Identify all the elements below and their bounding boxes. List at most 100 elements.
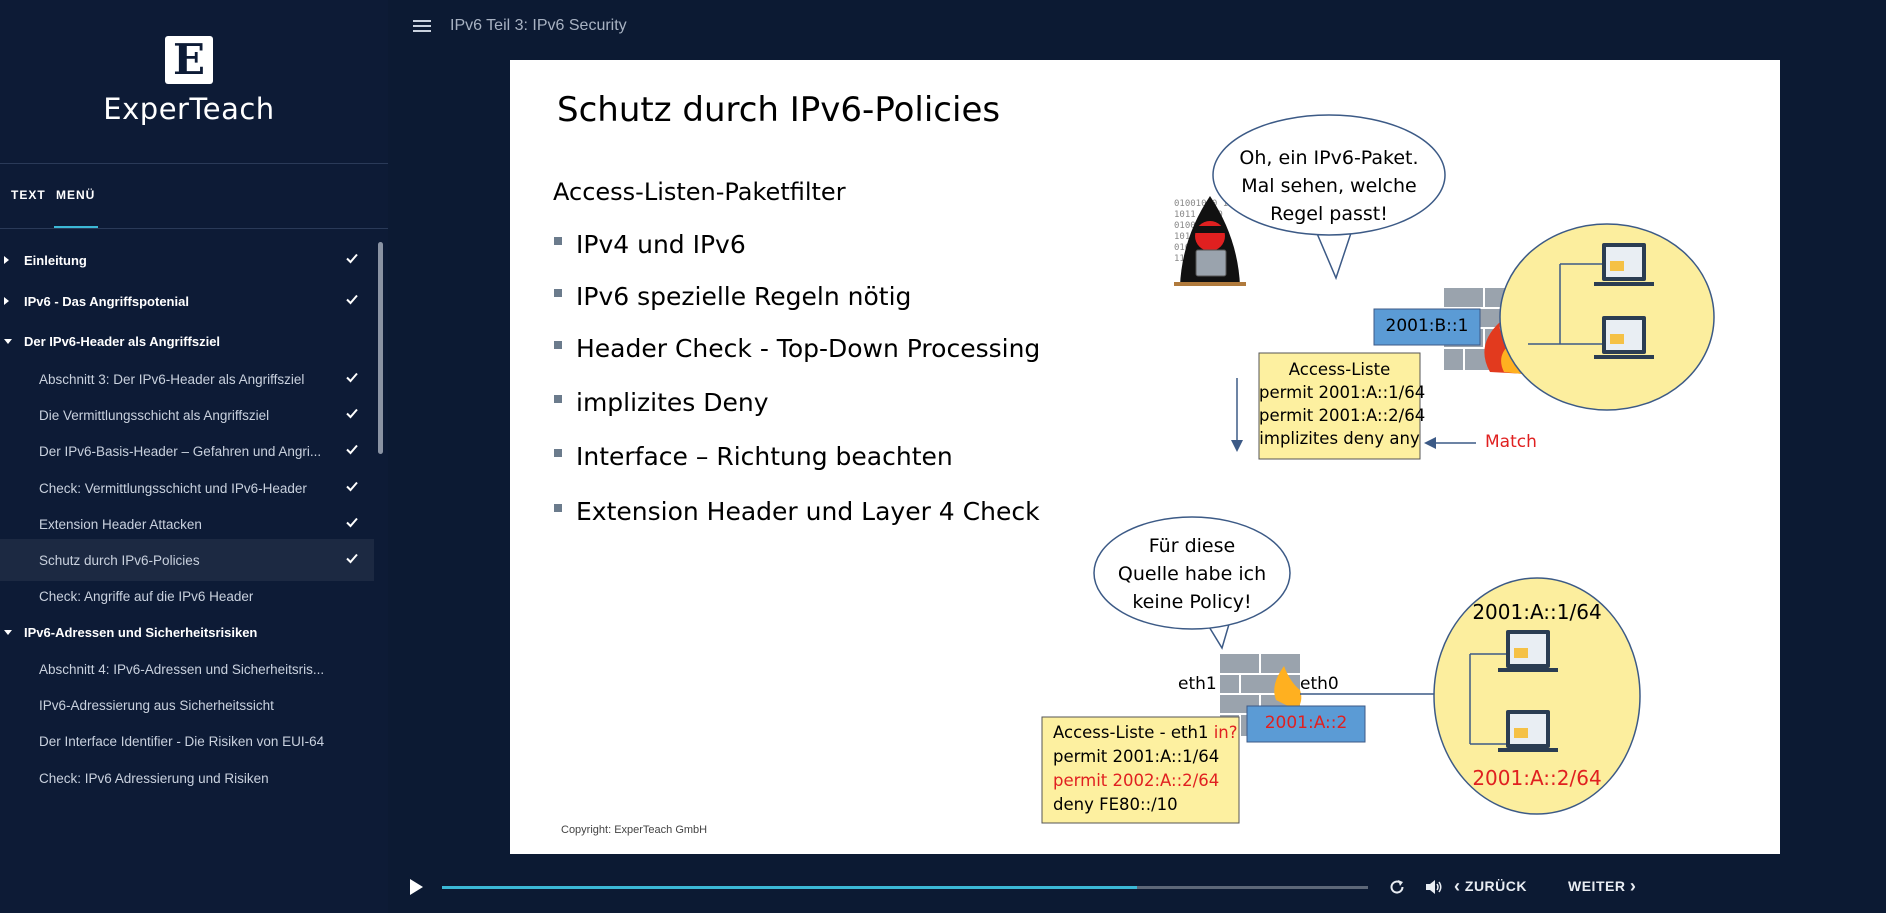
speech-bubble-bottom xyxy=(1093,516,1291,650)
check-icon xyxy=(344,250,360,266)
menu-lesson[interactable]: Extension Header Attacken xyxy=(0,503,374,545)
acl-top-text: Access-Liste permit 2001:A::1/64 permit … xyxy=(1259,360,1426,448)
menu-item-label: Der Interface Identifier - Die Risiken v… xyxy=(39,734,325,750)
menu-section[interactable]: IPv6 - Das Angriffspotenial xyxy=(0,280,374,322)
svg-text:1011 0110: 1011 0110 xyxy=(1174,210,1223,220)
sidebar-divider xyxy=(0,163,388,164)
check-icon xyxy=(344,405,360,421)
bullet-item: Header Check - Top-Down Processing xyxy=(554,334,1040,363)
bullet-item: Extension Header und Layer 4 Check xyxy=(554,497,1040,526)
menu-section[interactable]: Einleitung xyxy=(0,239,374,281)
logo-mark: E xyxy=(165,36,213,84)
menu-lesson[interactable]: Abschnitt 3: Der IPv6-Header als Angriff… xyxy=(0,358,374,400)
menu-lesson[interactable]: Abschnitt 4: IPv6-Adressen und Sicherhei… xyxy=(0,648,374,690)
speech-bubble-top xyxy=(1212,114,1446,281)
sidebar-divider xyxy=(0,228,388,229)
menu-item-label: Die Vermittlungsschicht als Angriffsziel xyxy=(39,408,270,424)
host-top-address: 2001:A::1/64 xyxy=(1472,600,1602,624)
slide-diagram: 01001010 1001101 1011 0110 0100 1010 101… xyxy=(1041,114,1715,824)
acl-box-bottom xyxy=(1041,716,1240,824)
check-icon xyxy=(344,478,360,494)
interface-eth0-label: eth0 xyxy=(1300,674,1339,694)
progress-fill xyxy=(442,886,1137,889)
sidebar-tabs: TEXT MENÜ xyxy=(0,164,388,228)
menu-lesson[interactable]: Check: Vermittlungsschicht und IPv6-Head… xyxy=(0,467,374,509)
hacker-icon: 01001010 1001101 1011 0110 0100 1010 101… xyxy=(1174,196,1261,286)
menu-item-label: Schutz durch IPv6-Policies xyxy=(39,553,200,568)
bullet-item: IPv4 und IPv6 xyxy=(554,230,746,259)
caret-right-icon xyxy=(4,296,9,305)
menu-lesson[interactable]: Der IPv6-Basis-Header – Gefahren und Ang… xyxy=(0,430,374,472)
check-icon xyxy=(344,291,360,307)
host-network-bottom xyxy=(1300,577,1641,815)
hamburger-menu-icon[interactable] xyxy=(413,20,431,33)
menu-item-label: IPv6-Adressierung aus Sicherheitssicht xyxy=(39,698,274,714)
menu-lesson[interactable]: Check: IPv6 Adressierung und Risiken xyxy=(0,757,374,799)
caret-down-icon xyxy=(4,339,12,344)
slide-content: 01001010 1001101 1011 0110 0100 1010 101… xyxy=(510,60,1780,854)
acl-box-top xyxy=(1258,352,1421,460)
tab-text[interactable]: TEXT xyxy=(11,188,46,202)
course-title: IPv6 Teil 3: IPv6 Security xyxy=(450,17,627,34)
menu-lesson[interactable]: Schutz durch IPv6-Policies xyxy=(0,539,374,581)
bubble-top-text: Oh, ein IPv6-Paket. Mal sehen, welche Re… xyxy=(1239,147,1419,225)
check-icon xyxy=(344,550,360,566)
menu-item-label: Abschnitt 3: Der IPv6-Header als Angriff… xyxy=(39,372,305,387)
menu-lesson[interactable]: Check: Angriffe auf die IPv6 Header xyxy=(0,575,374,617)
active-tab-indicator xyxy=(54,226,98,228)
bubble-bottom-text: Für diese Quelle habe ich keine Policy! xyxy=(1117,535,1267,613)
sidebar-scrollbar[interactable] xyxy=(378,242,383,454)
menu-section[interactable]: Der IPv6-Header als Angriffsziel xyxy=(0,320,374,362)
host-network-top xyxy=(1499,223,1715,411)
bullet-item: IPv6 spezielle Regeln nötig xyxy=(554,282,911,311)
top-bar: IPv6 Teil 3: IPv6 Security xyxy=(388,0,1886,52)
interface-eth1-label: eth1 xyxy=(1178,674,1217,694)
slide-subtitle: Access-Listen-Paketfilter xyxy=(553,178,846,206)
caret-right-icon xyxy=(4,256,9,264)
slide-title: Schutz durch IPv6-Policies xyxy=(557,90,1001,130)
menu-item-label: IPv6 - Das Angriffspotenial xyxy=(24,293,189,309)
check-icon xyxy=(344,441,360,457)
menu-lesson[interactable]: Der Interface Identifier - Die Risiken v… xyxy=(0,720,374,762)
brand-name: ExperTeach xyxy=(103,92,275,126)
address-bottom-label: 2001:A::2 xyxy=(1264,713,1348,733)
check-icon xyxy=(344,514,360,530)
menu-item-label: Einleitung xyxy=(24,253,87,268)
check-icon xyxy=(344,369,360,385)
menu-item-label: Check: Angriffe auf die IPv6 Header xyxy=(39,589,254,605)
address-box-bottom xyxy=(1246,705,1366,743)
back-button[interactable]: ‹ ZURÜCK xyxy=(1454,876,1527,896)
menu-section[interactable]: IPv6-Adressen und Sicherheitsrisiken xyxy=(0,611,374,653)
brand-logo: E ExperTeach xyxy=(0,0,388,163)
caret-down-icon xyxy=(4,630,12,636)
menu-item-label: Check: IPv6 Adressierung und Risiken xyxy=(39,770,269,786)
menu-lesson[interactable]: IPv6-Adressierung aus Sicherheitssicht xyxy=(0,684,374,726)
menu-item-label: Extension Header Attacken xyxy=(39,516,202,532)
replay-icon[interactable] xyxy=(1388,878,1406,896)
svg-text:01001010 1001101: 01001010 1001101 xyxy=(1174,199,1261,209)
chevron-right-icon: › xyxy=(1629,876,1637,896)
host-bottom-address: 2001:A::2/64 xyxy=(1472,766,1602,790)
menu-item-label: Der IPv6-Basis-Header – Gefahren und Ang… xyxy=(39,444,322,460)
play-button[interactable] xyxy=(410,879,423,895)
menu-item-label: IPv6-Adressen und Sicherheitsrisiken xyxy=(24,625,258,641)
next-button[interactable]: WEITER › xyxy=(1568,876,1637,896)
progress-bar[interactable] xyxy=(442,886,1368,889)
tab-menu[interactable]: MENÜ xyxy=(56,188,96,202)
menu-item-label: Der IPv6-Header als Angriffsziel xyxy=(24,334,221,349)
address-box-top xyxy=(1373,308,1481,346)
bullet-item: implizites Deny xyxy=(554,388,769,417)
volume-icon[interactable] xyxy=(1424,878,1444,896)
player-bar: ‹ ZURÜCK WEITER › xyxy=(388,862,1886,913)
bullet-item: Interface – Richtung beachten xyxy=(554,442,953,471)
match-label: Match xyxy=(1485,432,1537,452)
address-top-label: 2001:B::1 xyxy=(1385,316,1469,336)
chevron-left-icon: ‹ xyxy=(1454,876,1461,896)
menu-lesson[interactable]: Die Vermittlungsschicht als Angriffsziel xyxy=(0,394,374,436)
acl-bottom-text: Access-Liste - eth1 in? permit 2001:A::1… xyxy=(1053,723,1238,814)
slide-copyright: Copyright: ExperTeach GmbH xyxy=(561,824,708,836)
menu-item-label: Abschnitt 4: IPv6-Adressen und Sicherhei… xyxy=(39,661,325,677)
